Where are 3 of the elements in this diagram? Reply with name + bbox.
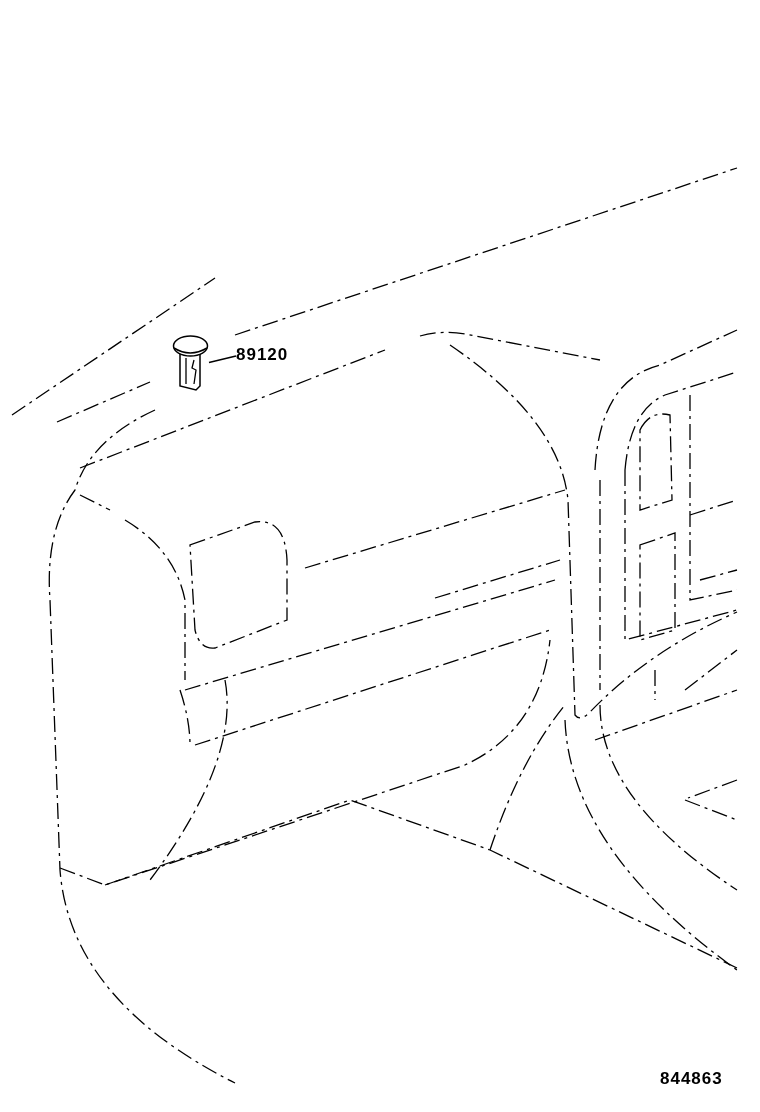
leader-line: [208, 355, 237, 364]
illustration-number: 844863: [660, 1069, 723, 1089]
part-number: 89120: [236, 345, 289, 364]
